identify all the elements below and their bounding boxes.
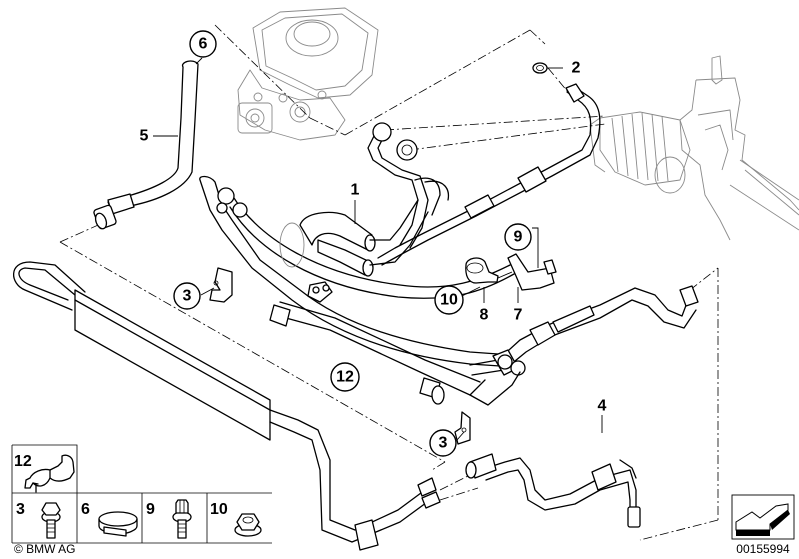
legend-item-9[interactable]: 9	[146, 499, 192, 539]
svg-text:4: 4	[598, 398, 607, 415]
copyright-text: © BMW AG	[14, 542, 76, 556]
legend-item-6[interactable]: 6	[81, 501, 138, 537]
svg-text:12: 12	[14, 453, 32, 470]
collar-nut-icon	[234, 513, 262, 537]
callout-5[interactable]: 5	[140, 128, 178, 145]
torx-bolt-icon	[172, 499, 192, 539]
legend-item-12[interactable]: 12	[14, 453, 75, 493]
callout-3-lower[interactable]: 3	[429, 429, 465, 457]
steering-gear-icon	[589, 55, 799, 241]
callout-9[interactable]: 9	[504, 223, 539, 268]
callout-3-upper[interactable]: 3	[173, 282, 215, 310]
callout-6[interactable]: 6	[189, 30, 217, 65]
svg-text:1: 1	[351, 182, 360, 199]
svg-text:9: 9	[514, 229, 523, 246]
svg-text:12: 12	[336, 369, 354, 386]
svg-text:10: 10	[210, 501, 228, 518]
callout-2[interactable]: 2	[547, 60, 581, 77]
diagram-number: 00155994	[736, 542, 790, 556]
svg-text:3: 3	[439, 435, 448, 452]
callout-1[interactable]: 1	[351, 182, 360, 225]
small-parts-legend: 12 3 6	[11, 444, 272, 544]
svg-text:8: 8	[480, 307, 489, 324]
hose-clamp-icon	[98, 511, 138, 537]
o-ring	[532, 62, 548, 74]
suction-hose	[93, 60, 199, 230]
svg-text:6: 6	[81, 501, 90, 518]
svg-text:3: 3	[183, 288, 192, 305]
callout-7[interactable]: 7	[514, 287, 523, 324]
nav-arrow-button[interactable]	[731, 494, 795, 540]
return-line	[465, 453, 641, 528]
callout-12[interactable]: 12	[330, 362, 360, 392]
arrow-down-left-icon	[735, 503, 790, 536]
bracket-left	[209, 267, 233, 303]
pressure-line	[199, 83, 699, 406]
svg-text:5: 5	[140, 128, 149, 145]
svg-text:6: 6	[199, 36, 208, 53]
callout-4[interactable]: 4	[598, 398, 607, 434]
svg-text:2: 2	[572, 60, 581, 77]
power-steering-pump-icon	[237, 7, 379, 141]
callout-10[interactable]: 10	[434, 285, 481, 315]
svg-text:10: 10	[440, 292, 458, 309]
legend-item-10[interactable]: 10	[210, 501, 262, 537]
hose-clip-icon	[24, 454, 75, 493]
svg-text:7: 7	[514, 307, 523, 324]
bracket-bottom	[454, 411, 471, 445]
legend-item-3[interactable]: 3	[16, 501, 61, 539]
svg-text:9: 9	[146, 501, 155, 518]
oil-cooler	[12, 261, 441, 551]
callout-8[interactable]: 8	[480, 287, 489, 324]
hex-collar-bolt-icon	[41, 502, 61, 539]
clip-and-bracket	[465, 253, 557, 291]
assembly-dash-lines	[59, 24, 719, 541]
svg-text:3: 3	[16, 501, 25, 518]
